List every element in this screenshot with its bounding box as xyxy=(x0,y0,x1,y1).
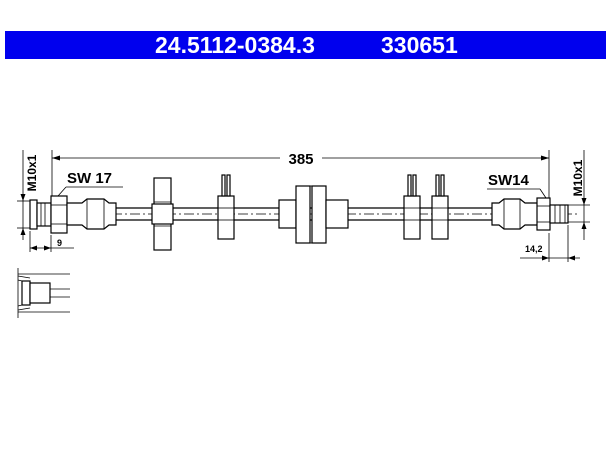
left-thread-dimension xyxy=(17,150,30,240)
left-fitting xyxy=(29,195,117,252)
left-dim-label: 9 xyxy=(57,238,62,248)
hose-clip-center-right xyxy=(403,174,421,240)
right-fitting xyxy=(491,197,580,262)
part-number: 24.5112-0384.3 xyxy=(155,32,315,58)
title-bar: 24.5112-0384.3 330651 xyxy=(5,31,606,59)
reference-number: 330651 xyxy=(381,32,458,58)
left-thread-label: M10x1 xyxy=(25,154,39,191)
bracket-large xyxy=(151,177,174,251)
left-wrench-label: SW 17 xyxy=(67,170,112,187)
hose-clip-right xyxy=(431,174,449,240)
right-thread-label: M10x1 xyxy=(571,159,585,196)
right-thread-dimension xyxy=(568,150,590,240)
length-dimension xyxy=(51,150,550,200)
length-label: 385 xyxy=(288,151,313,168)
right-wrench-leader xyxy=(539,188,547,199)
right-dim-label: 14,2 xyxy=(525,244,543,254)
fitting-detail-view xyxy=(17,268,70,318)
center-collar xyxy=(278,185,349,244)
hose-clip-left xyxy=(217,174,235,240)
right-wrench-label: SW14 xyxy=(488,172,530,189)
left-wrench-leader xyxy=(57,186,67,197)
